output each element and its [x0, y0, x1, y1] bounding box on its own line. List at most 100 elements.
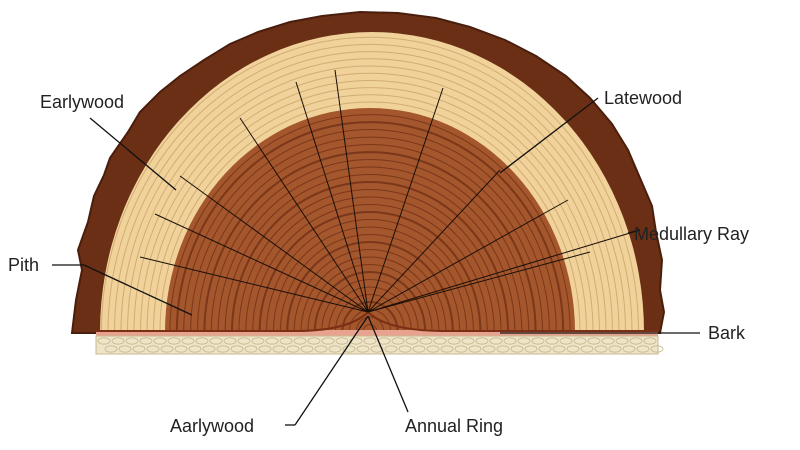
annual-ring-label: Annual Ring: [405, 416, 503, 436]
sapwood-ring-line: [127, 65, 613, 332]
annual-ring-line: [169, 114, 571, 332]
sapwood-ring-line: [101, 36, 639, 332]
bark-label: Bark: [708, 323, 746, 343]
annual-ring-line: [307, 264, 433, 332]
base-cell: [559, 337, 573, 345]
base-cell: [524, 345, 538, 353]
base-cell: [426, 345, 440, 353]
annual-ring-line: [224, 174, 516, 332]
base-cell: [293, 337, 307, 345]
sapwood-ring-line: [107, 43, 633, 332]
base-cell: [594, 345, 608, 353]
annual-ring-line: [266, 219, 474, 332]
base-cell: [230, 345, 244, 353]
annual-ring-line: [279, 234, 461, 332]
medullary-ray: [367, 229, 641, 313]
base-cell: [321, 337, 335, 345]
base-cell: [580, 345, 594, 353]
annual-ring-line: [335, 294, 405, 332]
medullary-ray: [295, 81, 369, 313]
base-cell: [314, 345, 328, 353]
base-cell: [223, 337, 237, 345]
earlywood-leader: [89, 117, 177, 191]
annual-ring-line: [362, 324, 378, 332]
sapwood-rings: [100, 32, 644, 332]
base-cell: [97, 337, 111, 345]
sapwood-ring-line: [153, 94, 587, 332]
annual-ring-line: [197, 144, 543, 332]
pith-leader-diagonal: [83, 264, 193, 316]
annual-ring-leader: [367, 315, 409, 413]
medullary-rays: [139, 69, 641, 313]
base-cell: [615, 337, 629, 345]
base-cell: [384, 345, 398, 353]
base-cell: [153, 337, 167, 345]
annual-ring-line: [328, 286, 412, 332]
base-cell: [139, 337, 153, 345]
base-cell: [370, 345, 384, 353]
base-cell: [552, 345, 566, 353]
annual-ring-line: [183, 129, 557, 332]
base-cell: [244, 345, 258, 353]
annual-ring-line: [258, 211, 482, 332]
medullary-ray: [367, 251, 591, 313]
latewood-label: Latewood: [604, 88, 682, 108]
base-cell: [209, 337, 223, 345]
base-cell: [566, 345, 580, 353]
base-cell: [335, 337, 349, 345]
leader-lines: [52, 97, 700, 426]
base-cell: [482, 345, 496, 353]
base-cell: [391, 337, 405, 345]
medullary-ray: [334, 69, 369, 313]
base-cell: [167, 337, 181, 345]
base-cell: [447, 337, 461, 345]
base-cell: [531, 337, 545, 345]
base-cell: [440, 345, 454, 353]
base-cell: [251, 337, 265, 345]
annual-ring-line: [272, 226, 468, 332]
base-cell: [538, 345, 552, 353]
annual-ring-line: [252, 204, 488, 332]
base-cell: [545, 337, 559, 345]
earlywood-label: Earlywood: [40, 92, 124, 112]
base-cell: [601, 337, 615, 345]
annual-ring-line: [210, 159, 530, 332]
base-cell: [202, 345, 216, 353]
base-cell: [419, 337, 433, 345]
annual-ring-line: [238, 189, 502, 332]
base-cell: [174, 345, 188, 353]
sapwood-ring-line: [114, 51, 626, 332]
base-cell: [216, 345, 230, 353]
annual-ring-line: [190, 136, 550, 332]
base-cell: [132, 345, 146, 353]
aarlywood-leader-diagonal: [294, 315, 369, 426]
base-cell: [111, 337, 125, 345]
base-cell: [265, 337, 279, 345]
aarlywood-label: Aarlywood: [170, 416, 254, 436]
base-cell: [503, 337, 517, 345]
base-cell: [587, 337, 601, 345]
base-cell: [489, 337, 503, 345]
base-cell: [356, 345, 370, 353]
base-cell: [405, 337, 419, 345]
base-cell: [636, 345, 650, 353]
base-cell: [237, 337, 251, 345]
base-cell: [195, 337, 209, 345]
base-cell: [181, 337, 195, 345]
medullary-ray: [179, 175, 369, 313]
base-cell: [258, 345, 272, 353]
base-cell: [650, 345, 664, 353]
annual-ring-line: [293, 249, 447, 332]
medullary-ray: [367, 199, 569, 313]
base-cell: [307, 337, 321, 345]
annual-ring-line: [341, 301, 399, 332]
base-cell: [475, 337, 489, 345]
medullary-ray: [239, 117, 369, 313]
base-cell: [125, 337, 139, 345]
medullary-ray: [367, 87, 444, 313]
cambium-band: [96, 330, 658, 336]
base-cell: [517, 337, 531, 345]
pith-label: Pith: [8, 255, 39, 275]
base-cell: [454, 345, 468, 353]
